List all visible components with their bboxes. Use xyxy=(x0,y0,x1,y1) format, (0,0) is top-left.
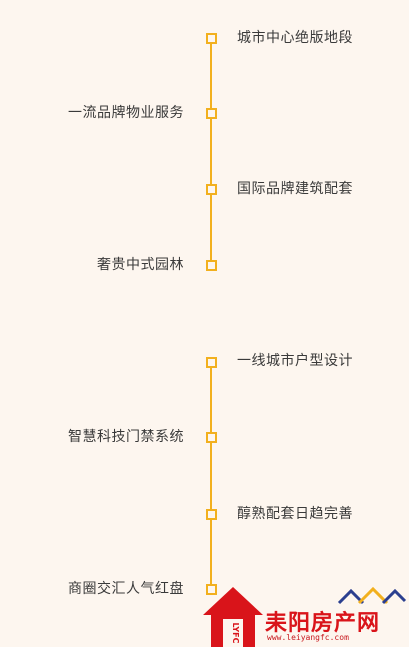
timeline-label-3: 国际品牌建筑配套 xyxy=(237,181,353,197)
timeline-line-2 xyxy=(210,362,212,590)
timeline-label-7: 醇熟配套日趋完善 xyxy=(237,506,353,522)
timeline-dot-4 xyxy=(206,260,217,271)
timeline-dot-8 xyxy=(206,584,217,595)
watermark-url: www.leiyangfc.com xyxy=(267,633,349,642)
house-logo-icon: LYFC xyxy=(203,587,263,647)
timeline-dot-3 xyxy=(206,184,217,195)
watermark-badge: LYFC xyxy=(231,623,240,644)
site-watermark: LYFC 耒阳房产网 www.leiyangfc.com xyxy=(201,585,409,647)
timeline-dot-7 xyxy=(206,509,217,520)
timeline-label-4: 奢贵中式园林 xyxy=(97,257,184,273)
timeline-label-5: 一线城市户型设计 xyxy=(237,353,353,369)
timeline-dot-2 xyxy=(206,108,217,119)
timeline-dot-1 xyxy=(206,33,217,44)
watermark-brand: 耒阳房产网 xyxy=(265,611,381,636)
timeline-dot-5 xyxy=(206,357,217,368)
timeline-label-8: 商圈交汇人气红盘 xyxy=(68,581,184,597)
timeline-label-6: 智慧科技门禁系统 xyxy=(68,429,184,445)
roofs-icon xyxy=(337,586,407,605)
timeline-label-2: 一流品牌物业服务 xyxy=(68,105,184,121)
timeline-dot-6 xyxy=(206,432,217,443)
timeline-line-1 xyxy=(210,38,212,265)
timeline-label-1: 城市中心绝版地段 xyxy=(237,30,353,46)
